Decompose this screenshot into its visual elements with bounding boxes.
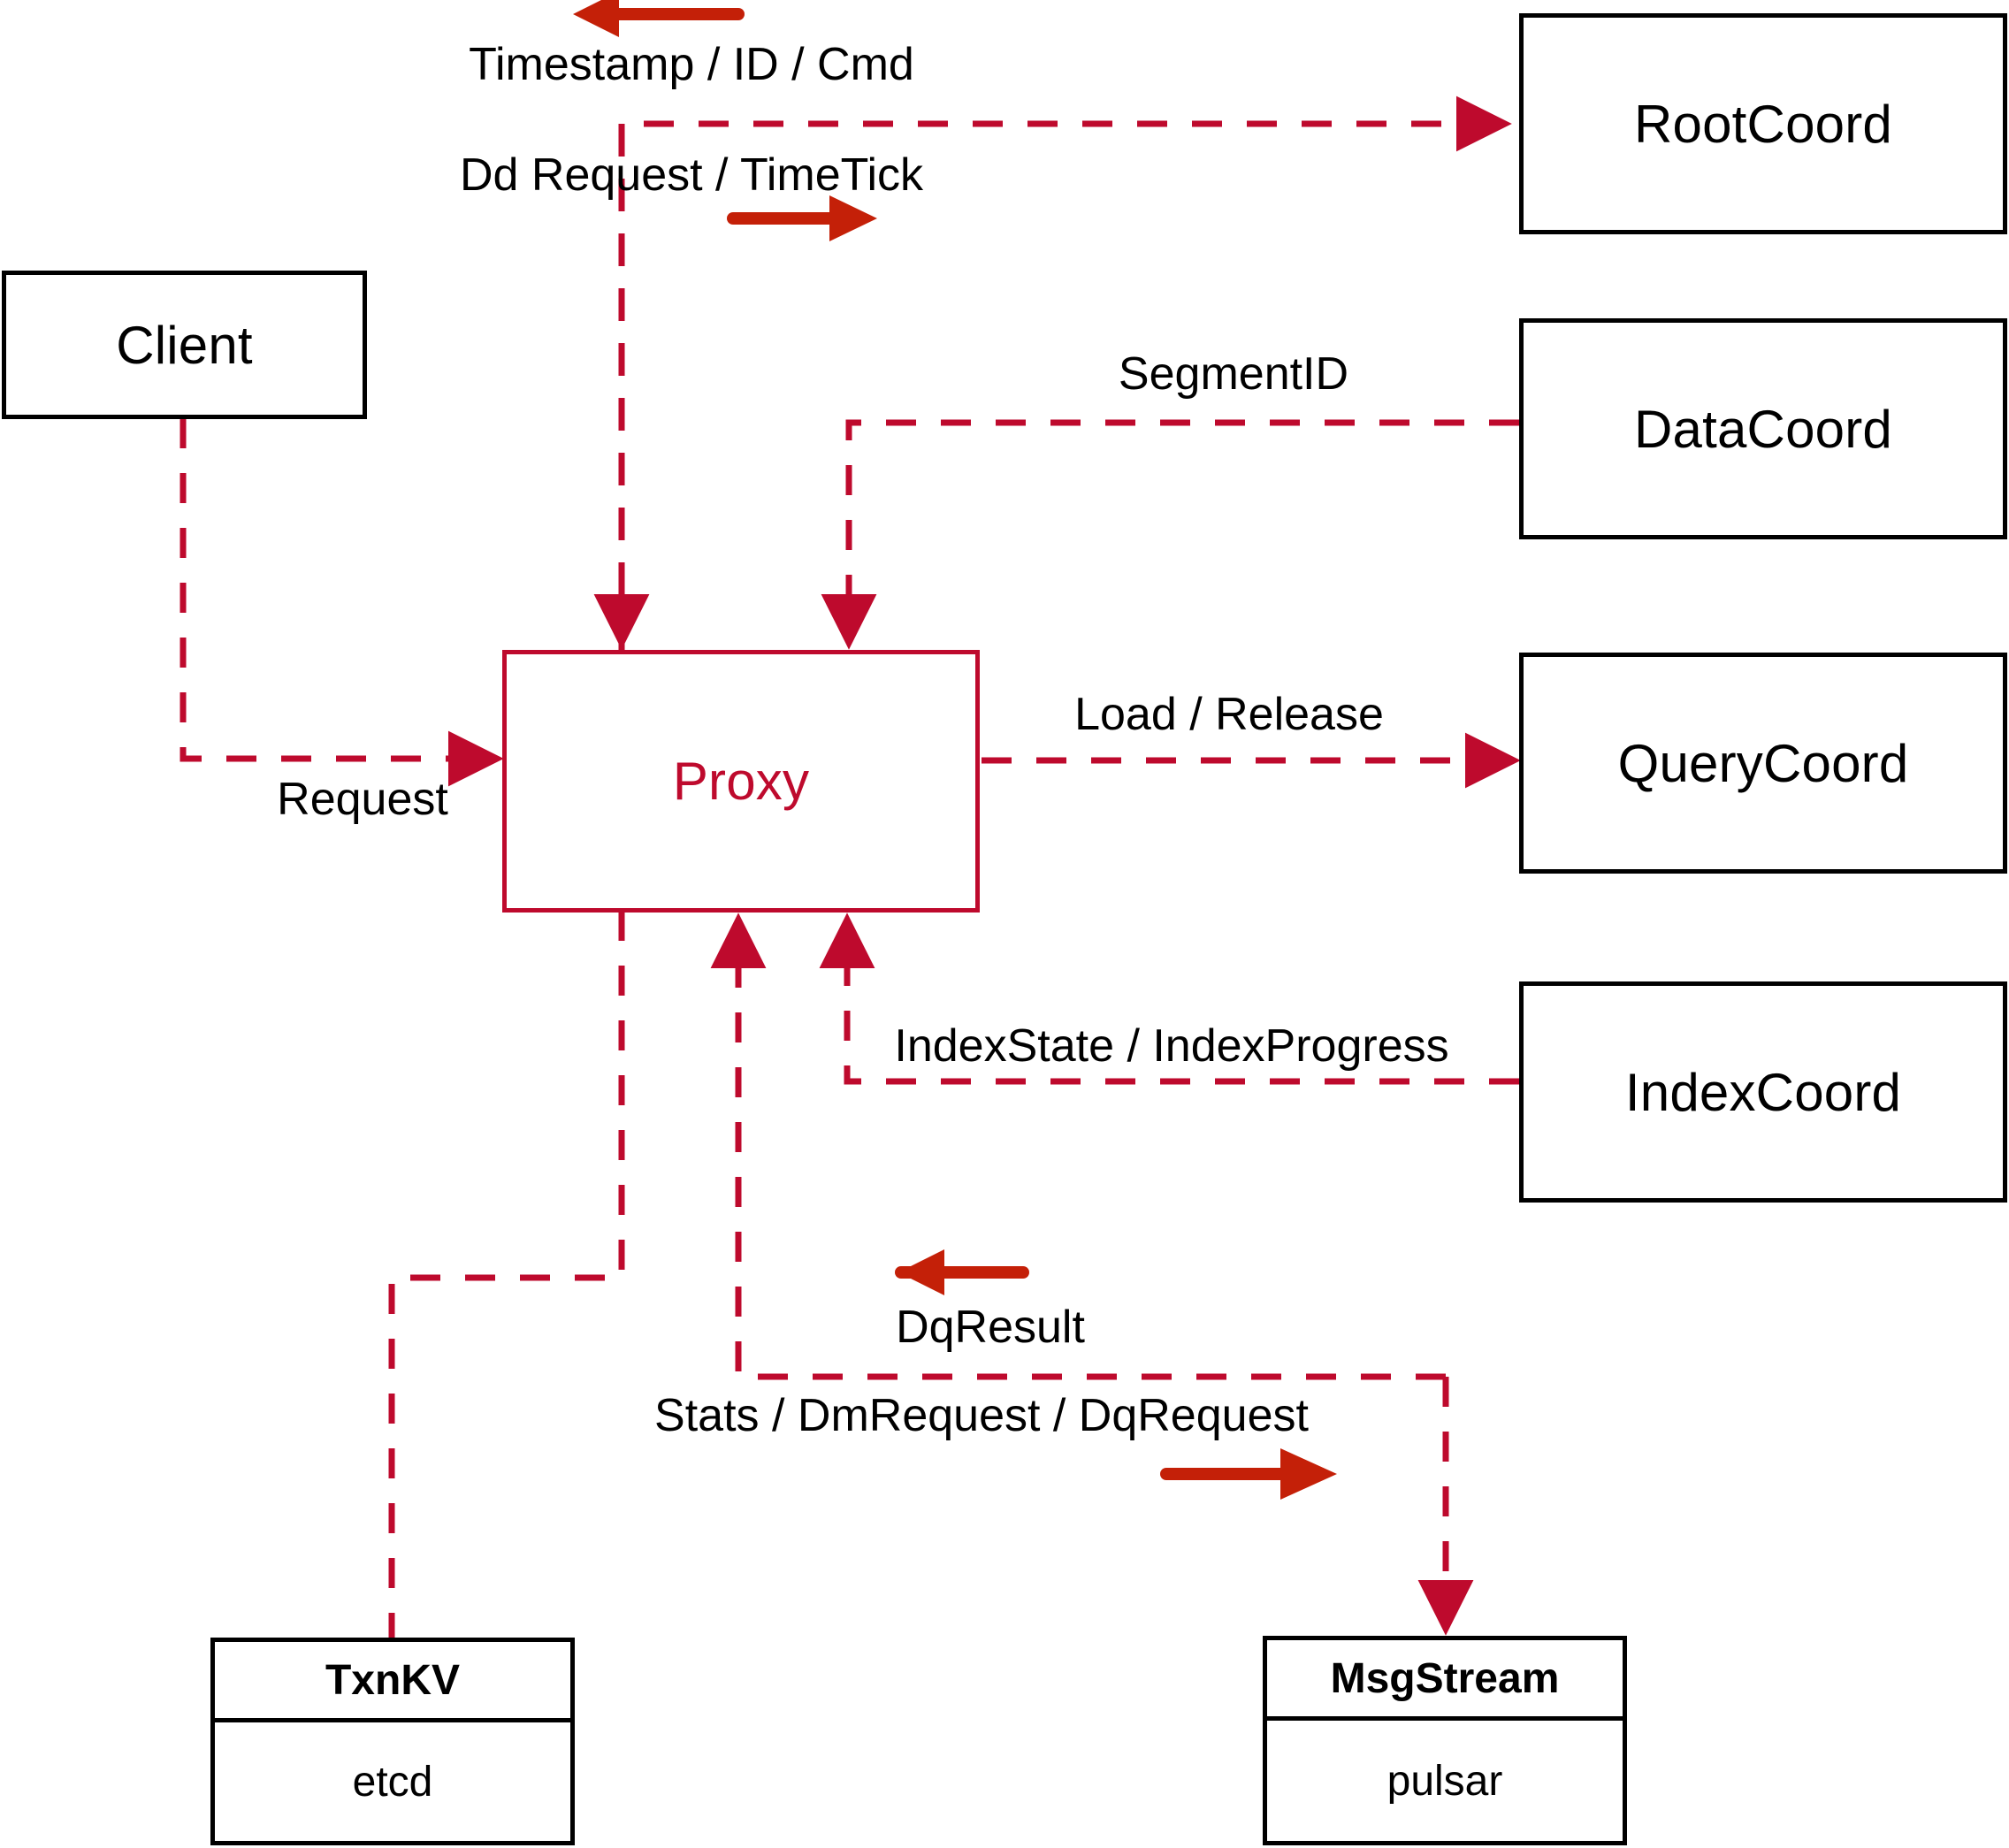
edge-label-segmentid: SegmentID (1118, 348, 1349, 400)
node-client-label: Client (116, 315, 253, 375)
edge-datacoord-to-proxy (821, 419, 1519, 650)
node-datacoord-label: DataCoord (1634, 399, 1892, 459)
node-msgstream-impl: pulsar (1386, 1757, 1503, 1805)
node-txnkv-header: TxnKV (215, 1642, 570, 1722)
edge-label-dqresult: DqResult (896, 1302, 1085, 1353)
edge-client-to-proxy (180, 418, 504, 787)
edge-proxy-to-txnkv (388, 911, 625, 1638)
node-txnkv-title: TxnKV (325, 1656, 460, 1704)
node-indexcoord-label: IndexCoord (1624, 1062, 1902, 1122)
node-txnkv[interactable]: TxnKV etcd (210, 1638, 575, 1845)
node-msgstream-title: MsgStream (1330, 1654, 1560, 1702)
node-proxy[interactable]: Proxy (502, 650, 980, 913)
node-msgstream-header: MsgStream (1267, 1640, 1623, 1721)
node-rootcoord[interactable]: RootCoord (1519, 13, 2007, 234)
edge-label-request: Request (277, 774, 448, 825)
edge-label-load-release: Load / Release (1074, 689, 1384, 740)
node-datacoord[interactable]: DataCoord (1519, 318, 2007, 539)
arrow-timestamp-left (573, 0, 745, 37)
node-client[interactable]: Client (2, 271, 367, 419)
node-rootcoord-label: RootCoord (1634, 94, 1892, 154)
node-indexcoord[interactable]: IndexCoord (1519, 981, 2007, 1203)
edge-label-stats-dmrequest-dqrequest: Stats / DmRequest / DqRequest (654, 1390, 1309, 1441)
legend-arrow-group (573, 0, 1337, 1500)
node-proxy-label: Proxy (672, 752, 810, 811)
node-msgstream[interactable]: MsgStream pulsar (1263, 1636, 1627, 1845)
node-querycoord-label: QueryCoord (1617, 733, 1909, 793)
edge-label-indexstate-indexprogress: IndexState / IndexProgress (894, 1020, 1449, 1072)
edge-msgstream-to-proxy (710, 913, 1446, 1380)
edge-label-dd-request-timetick: Dd Request / TimeTick (459, 149, 924, 201)
node-txnkv-body: etcd (215, 1722, 570, 1841)
arrow-dqresult-left (895, 1249, 1029, 1295)
arrow-stats-right (1160, 1448, 1337, 1500)
edge-label-timestamp-id-cmd: Timestamp / ID / Cmd (469, 39, 914, 90)
edge-proxy-to-rootcoord (618, 95, 1512, 650)
edge-indexcoord-to-proxy (819, 913, 1519, 1085)
node-msgstream-body: pulsar (1267, 1721, 1623, 1841)
node-txnkv-impl: etcd (352, 1758, 433, 1806)
node-querycoord[interactable]: QueryCoord (1519, 653, 2007, 874)
arrow-ddrequest-right (727, 195, 877, 241)
